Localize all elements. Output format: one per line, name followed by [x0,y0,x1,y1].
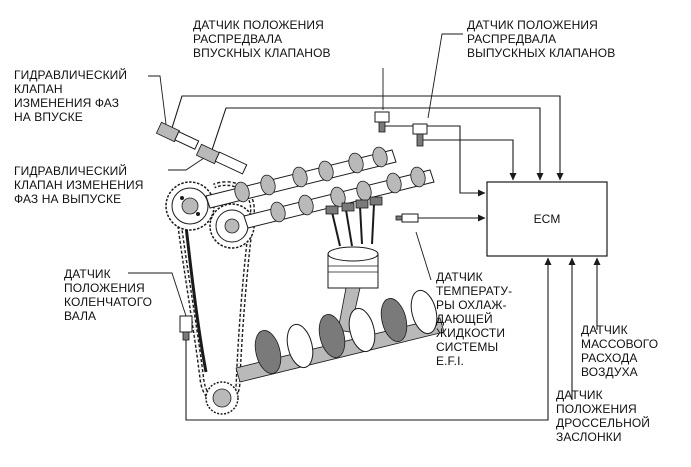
intake-ocv-part [155,121,200,150]
exhaust-camshaft [243,166,435,229]
wiring-lines [171,95,601,421]
intake-vvt-gear [165,181,215,231]
exhaust-cam-sensor-part [412,123,428,147]
wire-crank-sensor [185,257,552,421]
crank-sprocket [205,381,239,415]
intake-camshaft [205,146,397,209]
intake-cam-sensor-part [374,111,390,133]
crankshaft [235,289,445,383]
crank-sensor-part [179,315,193,341]
chain-guide [184,225,208,373]
coolant-sensor-part [395,213,419,223]
label-coolant-temp-sensor: ДАТЧИК ТЕМПЕРАТУ- РЫ ОХЛАЖ- ДАЮЩЕЙ ЖИДКО… [436,270,513,368]
wire-intake-ocv [171,95,564,181]
label-exhaust-ocv: ГИДРАВЛИЧЕСКИЙ КЛАПАН ИЗМЕНЕНИЯ ФАЗ НА В… [14,164,144,206]
label-intake-ocv: ГИДРАВЛИЧЕСКИЙ КЛАПАН ИЗМЕНЕНИЯ ФАЗ НА В… [14,68,128,124]
ecm-label: ECM [534,212,561,226]
exhaust-vvt-gear [209,203,255,249]
engine-illustration [155,111,445,415]
label-maf-sensor: ДАТЧИК МАССОВОГО РАСХОДА ВОЗДУХА [581,323,659,379]
piston [327,246,379,333]
wire-exhaust-cam-sensor [420,134,517,181]
leader-lines [128,33,463,317]
valves [325,196,383,247]
label-exhaust-cam-sensor: ДАТЧИК ПОЛОЖЕНИЯ РАСПРЕДВАЛА ВЫПУСКНЫХ К… [467,18,616,60]
timing-chain [173,181,255,407]
label-crank-sensor: ДАТЧИК ПОЛОЖЕНИЯ КОЛЕНЧАТОГО ВАЛА [64,267,153,323]
exhaust-ocv-part [195,143,248,175]
label-throttle-sensor: ДАТЧИК ПОЛОЖЕНИЯ ДРОССЕЛЬНОЙ ЗАСЛОНКИ [556,388,651,444]
ecm-unit: ECM [486,181,608,257]
label-intake-cam-sensor: ДАТЧИК ПОЛОЖЕНИЯ РАСПРЕДВАЛА ВПУСКНЫХ КЛ… [193,18,331,60]
